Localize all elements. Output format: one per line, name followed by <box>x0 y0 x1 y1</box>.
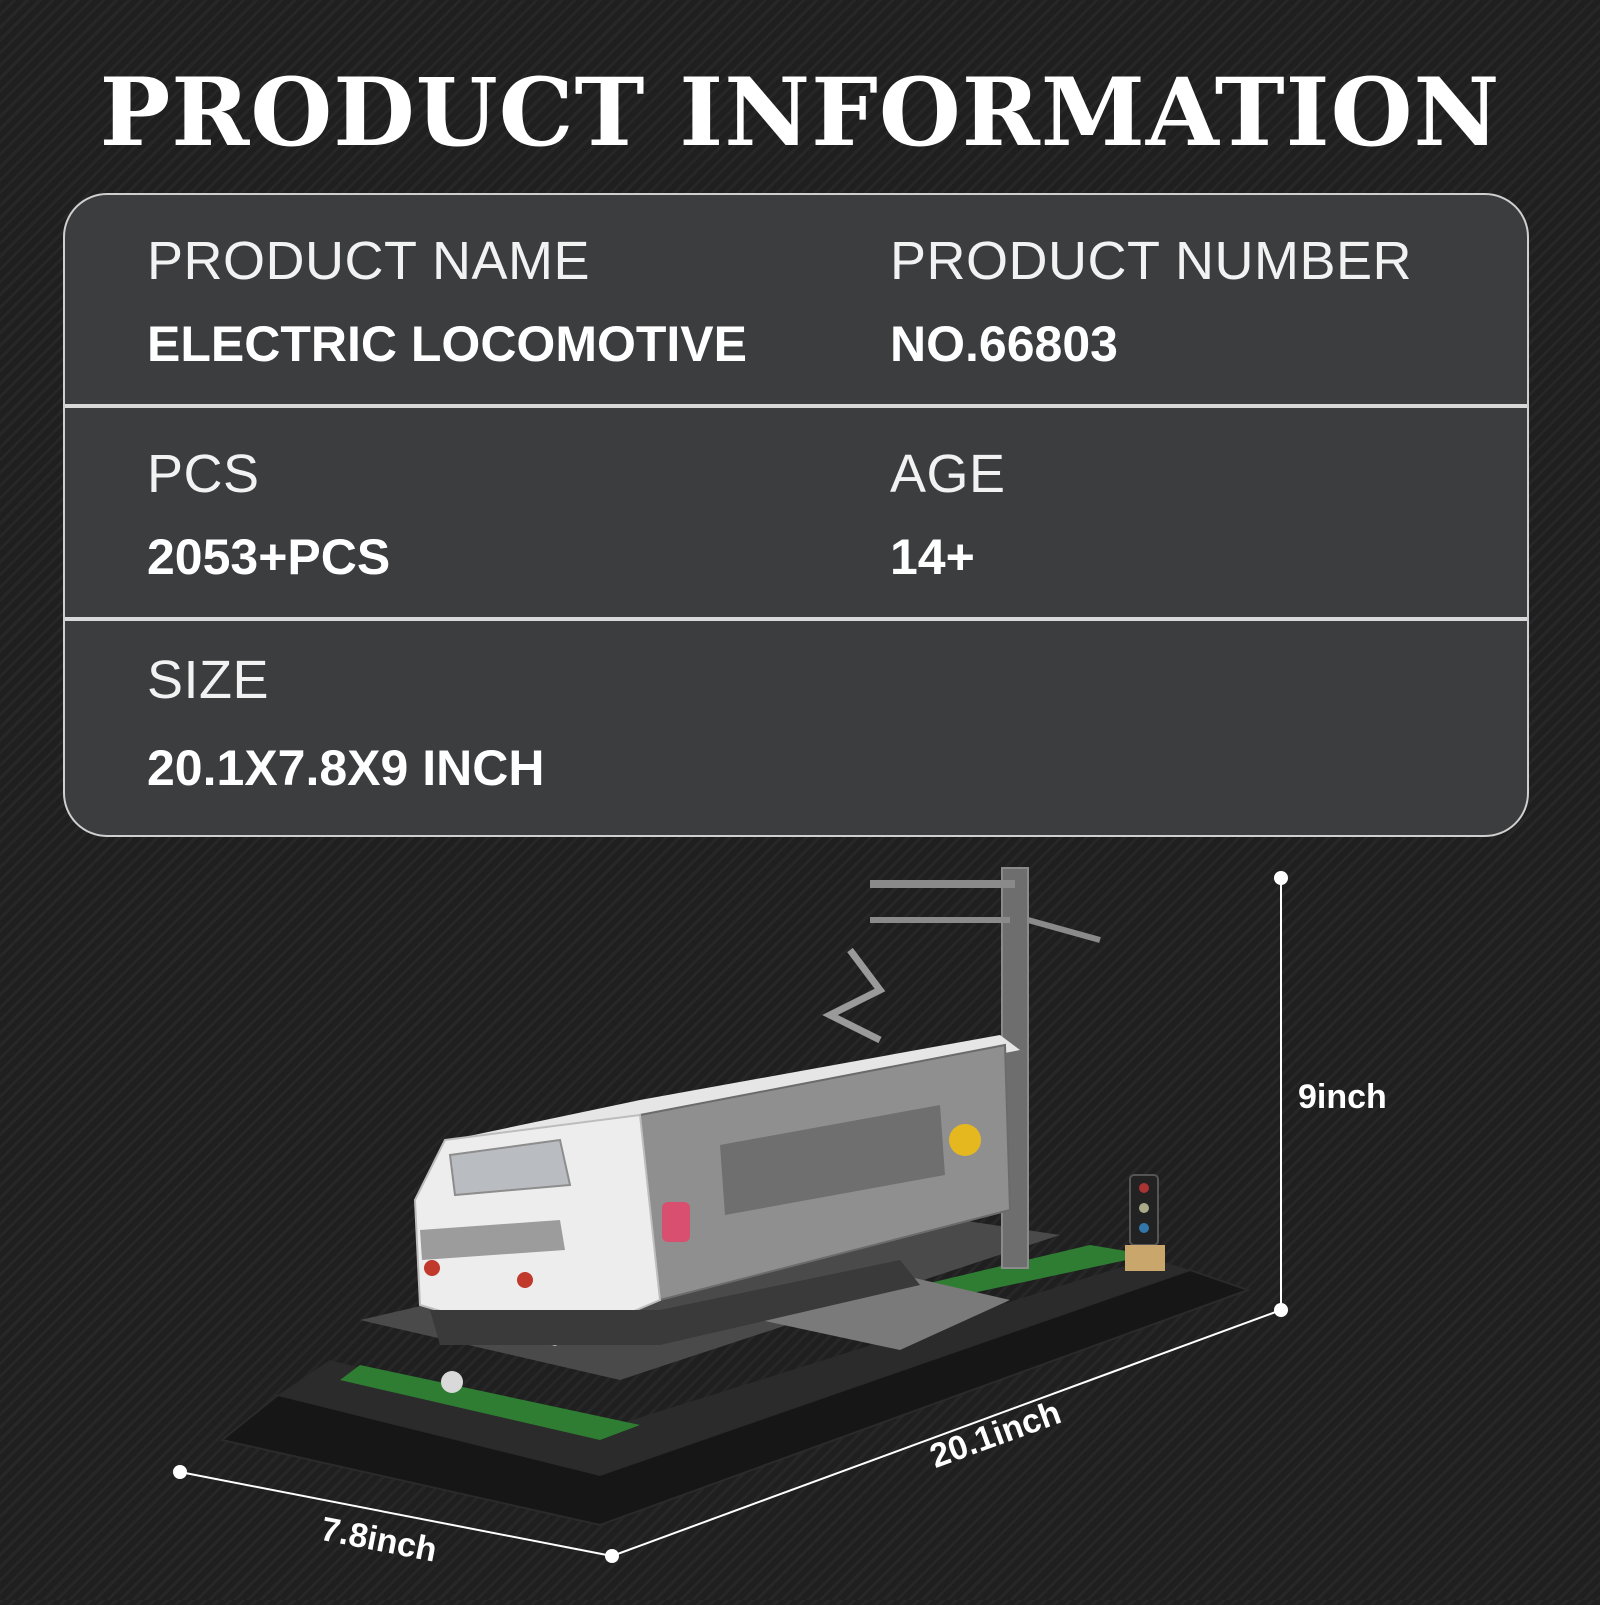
platform <box>760 1270 1010 1350</box>
cab-windshield <box>448 1138 572 1197</box>
length-dimension-line <box>611 1309 1282 1557</box>
base-top <box>278 1258 1190 1475</box>
headlight-right <box>517 1272 533 1288</box>
size-label: SIZE <box>147 650 270 710</box>
info-row-size: SIZE 20.1X7.8X9 INCH <box>65 621 1527 835</box>
age-value: 14+ <box>890 529 975 585</box>
grass-back <box>900 1245 1150 1300</box>
product-name-value: ELECTRIC LOCOMOTIVE <box>147 316 747 372</box>
cab-front-band <box>420 1220 565 1260</box>
age-label: AGE <box>890 444 1006 504</box>
product-name-label: PRODUCT NAME <box>147 231 591 291</box>
height-dimension-end-top <box>1274 871 1288 885</box>
grass-front <box>340 1365 640 1440</box>
page-title: PRODUCT INFORMATION <box>99 58 1501 168</box>
pantograph <box>822 947 886 1044</box>
buffer <box>441 1371 463 1393</box>
height-dimension-label: 9inch <box>1298 1078 1387 1116</box>
signal-yellow <box>1139 1203 1149 1213</box>
logo-badge <box>949 1124 981 1156</box>
bogie <box>430 1260 920 1345</box>
catenary-side-arm <box>1027 917 1101 943</box>
width-dimension-end <box>173 1465 187 1479</box>
headlight-left <box>424 1260 440 1276</box>
product-info-panel: PRODUCT NAME ELECTRIC LOCOMOTIVE PRODUCT… <box>63 193 1529 837</box>
locomotive-figure: 9inch 20.1inch 7.8inch <box>0 840 1600 1600</box>
product-number-value: NO.66803 <box>890 316 1118 372</box>
width-dimension-line <box>179 1471 613 1557</box>
product-number-label: PRODUCT NUMBER <box>890 231 1413 291</box>
car-logo <box>662 1202 690 1242</box>
locomotive-vent <box>720 1105 945 1215</box>
size-value: 20.1X7.8X9 INCH <box>147 740 545 796</box>
info-row-name-number: PRODUCT NAME ELECTRIC LOCOMOTIVE PRODUCT… <box>65 195 1527 408</box>
signal-box <box>1125 1245 1165 1271</box>
signal-red <box>1139 1183 1149 1193</box>
locomotive-illustration <box>173 867 1288 1563</box>
pcs-value: 2053+PCS <box>147 529 391 585</box>
pcs-label: PCS <box>147 444 260 504</box>
signal-blue <box>1139 1223 1149 1233</box>
info-row-pcs-age: PCS 2053+PCS AGE 14+ <box>65 408 1527 621</box>
